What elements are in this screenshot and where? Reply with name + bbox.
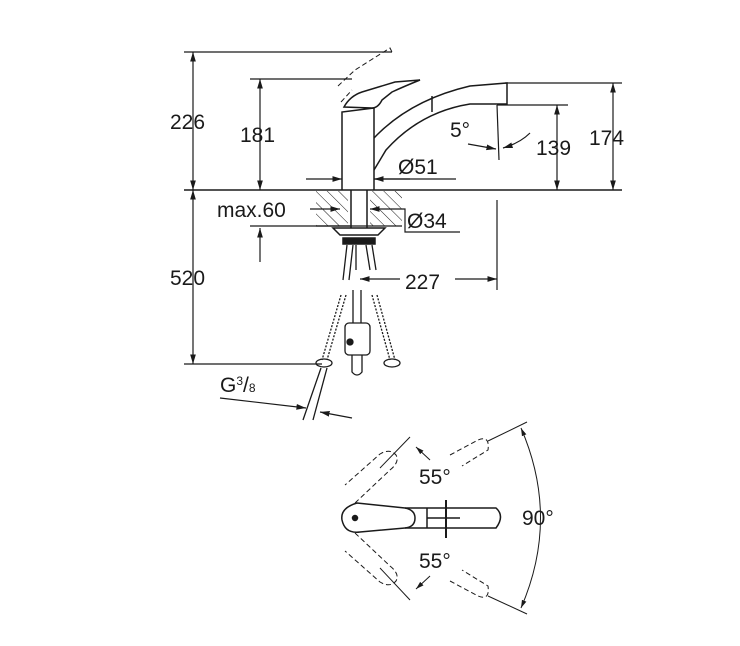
dim-outlet-height: 139 — [536, 137, 572, 160]
countertop-section — [316, 191, 402, 227]
dim-hose-length: 520 — [170, 267, 206, 290]
supply-hoses — [302, 244, 401, 421]
extension-lines — [184, 51, 622, 365]
dim-lever-angle-top: 55° — [419, 466, 451, 489]
dim-lever-height: 181 — [240, 124, 276, 147]
lever-top-view — [341, 421, 541, 615]
thread-letter: G — [220, 374, 237, 397]
dimension-lines — [190, 52, 616, 419]
thread-numerator: 3 — [236, 374, 244, 388]
dim-total-height: 226 — [170, 111, 206, 134]
dim-spout-reach: 227 — [405, 271, 441, 294]
dim-connection-thread: G3/8 — [220, 374, 256, 397]
dim-spout-swivel: 90° — [522, 507, 554, 530]
faucet-body — [331, 47, 508, 245]
dim-lever-angle-bottom: 55° — [419, 550, 451, 573]
dim-max-deck: max.60 — [217, 199, 286, 222]
dim-spout-angle: 5° — [450, 119, 471, 142]
thread-denominator: 8 — [248, 381, 256, 395]
dim-body-diameter: Ø51 — [398, 156, 438, 179]
dim-spout-height: 174 — [589, 127, 625, 150]
dim-hole-diameter: Ø34 — [407, 210, 447, 233]
